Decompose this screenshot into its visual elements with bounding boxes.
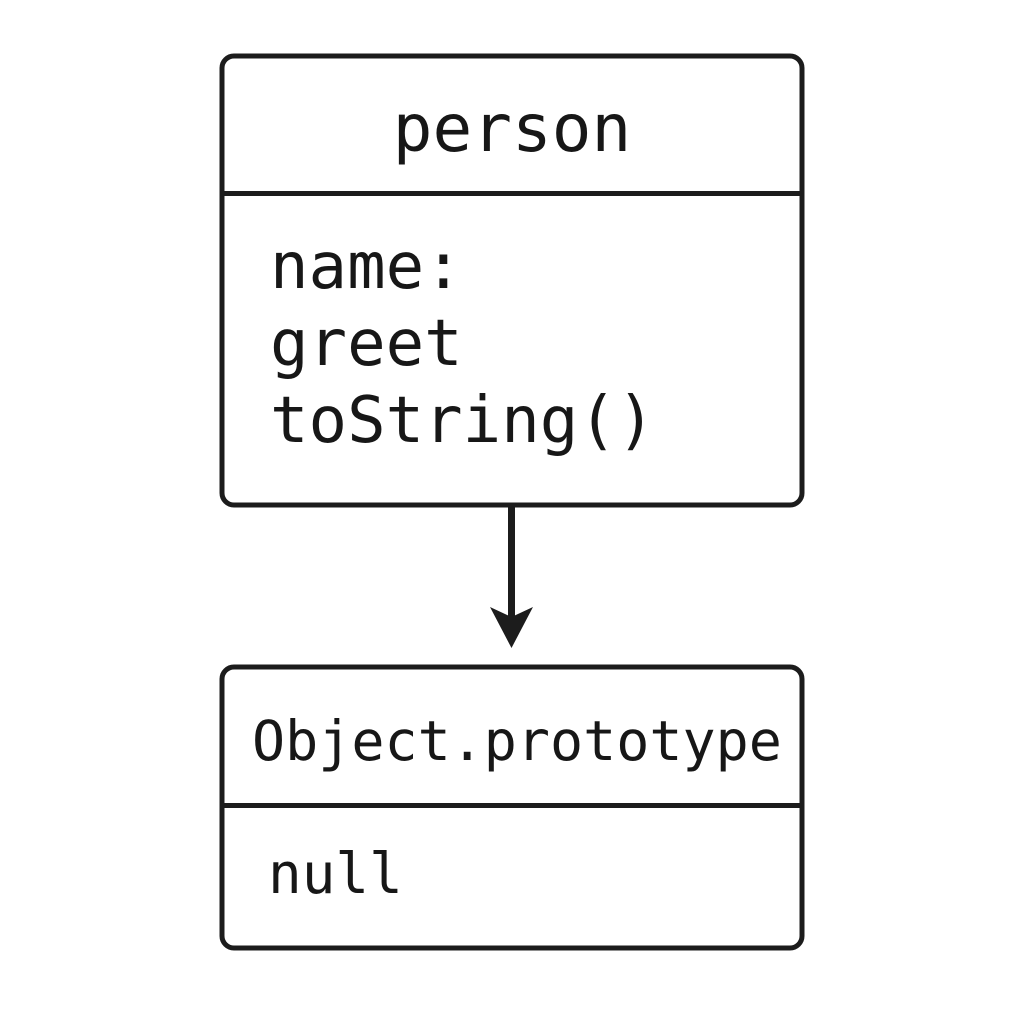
node-object-prototype[interactable]: Object.prototype null [219, 664, 805, 951]
node-person-member-name: name: [270, 230, 463, 304]
node-person-member-greet: greet [270, 307, 463, 381]
node-person-title: person [393, 90, 631, 167]
node-object-prototype-title: Object.prototype [252, 709, 782, 773]
node-person-member-tostring: toString() [270, 384, 655, 458]
prototype-link-arrow[interactable] [490, 505, 533, 648]
node-person[interactable]: person name: greet toString() [219, 53, 805, 508]
arrow-head-icon [490, 607, 533, 648]
node-object-prototype-member-null: null [268, 842, 403, 907]
